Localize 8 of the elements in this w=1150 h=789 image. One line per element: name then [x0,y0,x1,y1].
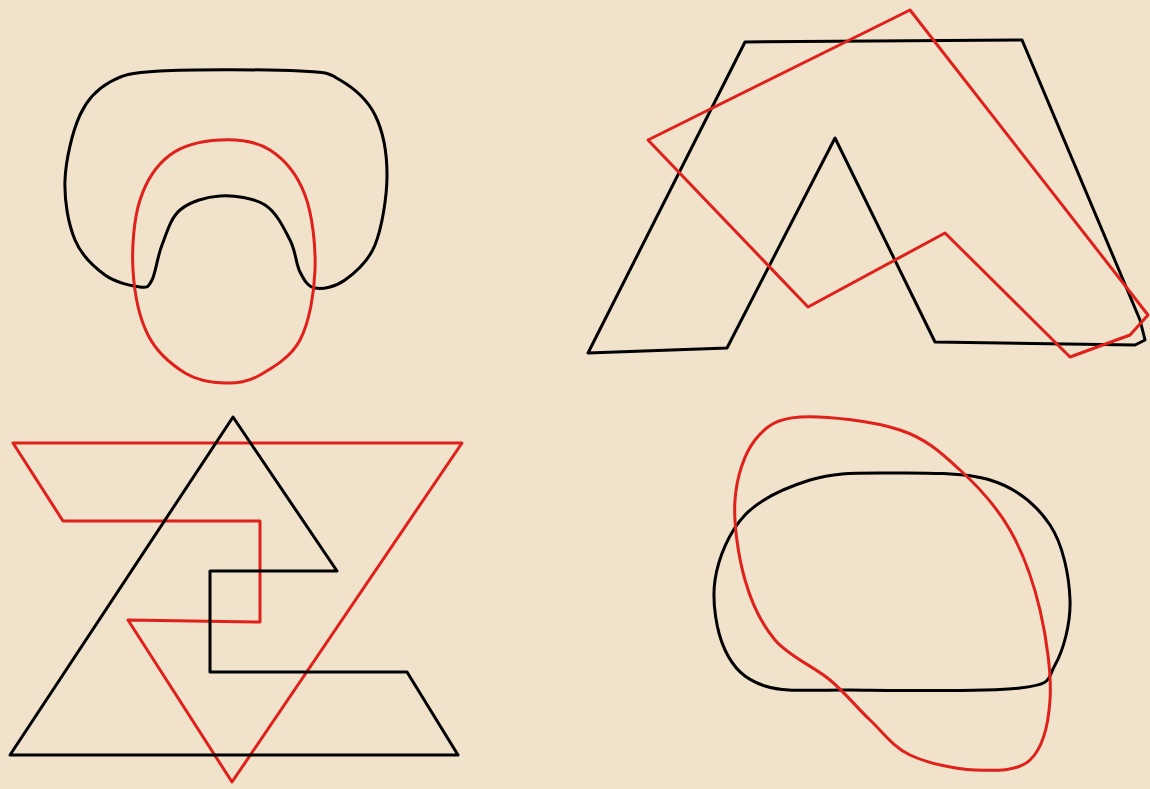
outline-drawing [131,138,317,385]
outline-drawing [646,8,1150,359]
outline-drawing [712,471,1072,693]
outline-drawing [63,68,389,290]
outline-drawing [586,38,1147,355]
outline-drawing [11,441,464,784]
outline-drawing [733,415,1052,772]
outline-drawing [8,415,460,757]
